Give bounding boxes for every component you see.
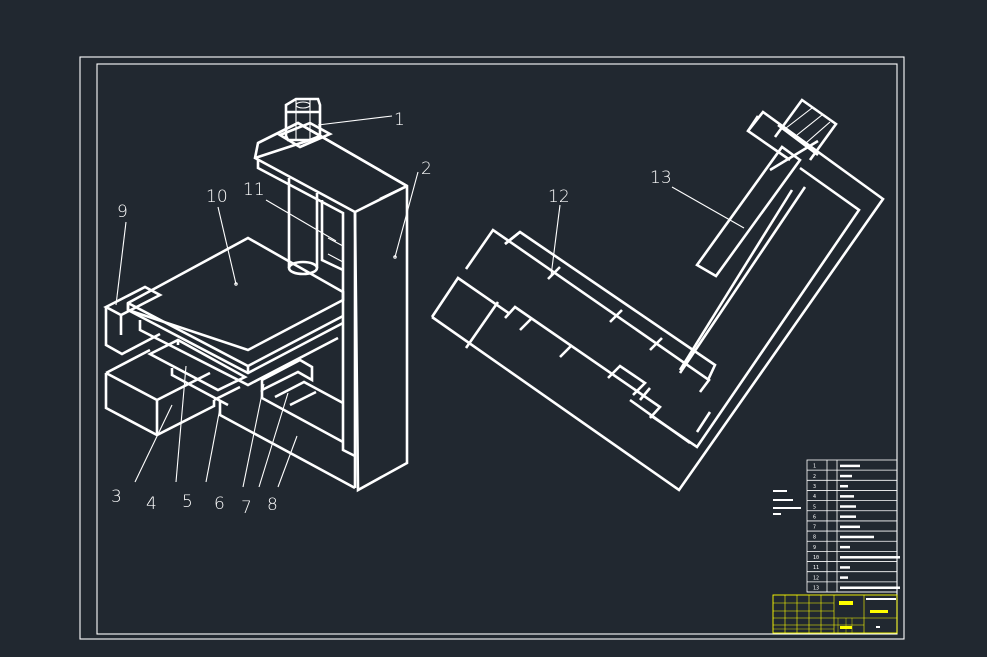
callout-10: 10 — [206, 187, 228, 207]
callout-7: 7 — [241, 498, 252, 518]
isometric-assembly — [103, 97, 409, 493]
parts-list-name — [840, 535, 874, 539]
parts-list-name — [840, 495, 854, 498]
parts-list-number: 11 — [813, 565, 819, 571]
title-block — [772, 594, 898, 634]
parts-list-name — [840, 586, 900, 589]
parts-list-number: 6 — [813, 514, 816, 520]
parts-list-name — [840, 545, 850, 549]
callout-2: 2 — [421, 159, 432, 179]
parts-list-number: 9 — [813, 545, 816, 551]
parts-list-name — [840, 505, 856, 508]
callout-8: 8 — [267, 495, 278, 515]
callout-12: 12 — [548, 187, 570, 207]
parts-list-number: 12 — [813, 575, 819, 581]
parts-list-number: 5 — [813, 504, 816, 510]
callout-labels: 1 2 3 4 5 6 7 8 9 10 11 12 13 — [111, 110, 672, 518]
callout-9: 9 — [117, 202, 128, 222]
inner-frame — [96, 63, 898, 635]
callout-4: 4 — [146, 494, 157, 514]
section-view — [430, 98, 885, 492]
parts-list-name — [840, 484, 848, 488]
outer-frame — [79, 56, 905, 640]
parts-list-number: 10 — [813, 555, 819, 561]
callout-1: 1 — [394, 110, 405, 130]
parts-list-number: 3 — [813, 484, 816, 490]
callout-5: 5 — [182, 492, 193, 512]
parts-list-name — [840, 474, 852, 478]
callout-11: 11 — [243, 180, 265, 200]
parts-list-number: 1 — [813, 464, 816, 470]
callout-13: 13 — [650, 168, 672, 188]
parts-list-number: 2 — [813, 474, 816, 480]
callout-6: 6 — [214, 494, 225, 514]
parts-list-number: 4 — [813, 494, 816, 500]
parts-list-number: 8 — [813, 535, 816, 541]
callout-3: 3 — [111, 487, 122, 507]
parts-list-name — [840, 515, 856, 518]
parts-list-name — [840, 576, 848, 579]
parts-list-number: 7 — [813, 525, 816, 531]
parts-list-name — [840, 464, 860, 468]
leader-lines-left — [115, 115, 419, 488]
parts-list-name — [840, 566, 850, 569]
parts-list-name — [840, 525, 860, 529]
parts-list-name — [840, 556, 900, 559]
parts-list-number: 13 — [813, 586, 819, 592]
